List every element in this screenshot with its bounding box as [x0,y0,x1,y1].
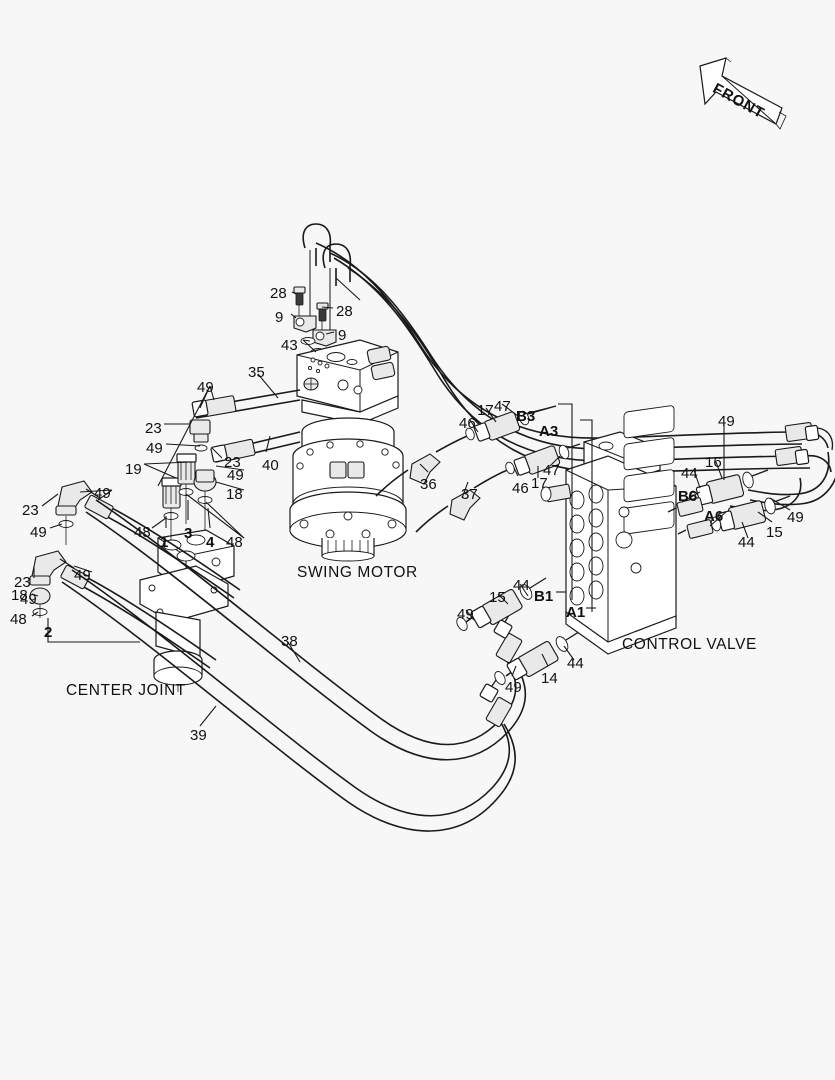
adapter-group-a3 [473,443,581,489]
item-number-49-14: 49 [94,485,111,502]
item-number-44-33: 44 [681,465,698,482]
hose-stub-lower [60,564,217,669]
center-joint-fitting-1 [161,477,182,540]
item-number-36-24: 36 [420,476,437,493]
banjo-fitting-left [293,315,317,333]
control-valve-body [540,405,677,655]
item-number-46-26: 46 [459,415,476,432]
hose-upper-long-b [333,257,811,473]
item-number-44-39: 44 [513,577,530,594]
item-number-49-21: 49 [20,591,37,608]
item-number-19-11: 19 [125,461,142,478]
port-label-a6-3: A6 [704,508,724,525]
item-number-28-0: 28 [270,285,287,302]
item-number-23-9: 23 [224,454,241,471]
valve-port-fitting-16 [688,469,769,506]
item-number-23-19: 23 [14,574,31,591]
hose-end-fitting-right-bottom [774,445,832,473]
item-number-15-36: 15 [766,524,783,541]
item-number-bold-4-2: 4 [206,534,215,551]
item-number-23-7: 23 [145,420,162,437]
center-joint-fitting-3 [176,453,197,524]
item-number-40-12: 40 [262,457,279,474]
banjo-bolt-left [293,286,306,316]
item-number-39-45: 39 [190,727,207,744]
swing-motor-body [289,339,407,562]
item-number-49-37: 49 [787,509,804,526]
item-number-14-42: 14 [541,670,558,687]
item-number-18-13: 18 [226,486,243,503]
center-joint-fitting-23-top [189,419,211,452]
item-number-49-10: 49 [227,467,244,484]
item-number-9-2: 9 [275,309,284,326]
elbow-fitting-upper-left [55,480,101,545]
item-number-47-31: 47 [543,462,560,479]
item-number-49-8: 49 [146,440,163,457]
front-arrow-icon [699,57,787,130]
item-number-9-3: 9 [338,327,347,344]
pipe-40 [210,431,301,463]
item-number-bold-3-1: 3 [184,525,193,542]
item-number-49-40: 49 [457,606,474,623]
item-number-49-6: 49 [197,379,214,396]
item-number-44-43: 44 [567,655,584,672]
port-label-b6-2: B6 [678,488,698,505]
item-number-49-41: 49 [505,679,522,696]
item-number-16-34: 16 [705,454,722,471]
valve-stub-b6 [667,497,704,517]
item-number-23-15: 23 [22,502,39,519]
leader-lines [31,277,791,727]
hose-stub-upper [84,494,241,599]
assembly-caption-swing-motor-0: SWING MOTOR [297,564,418,581]
item-number-37-25: 37 [461,486,478,503]
item-number-bold-1-0: 1 [160,534,169,551]
port-label-b3-0: B3 [516,408,536,425]
item-number-17-28: 17 [477,402,494,419]
item-number-47-30: 47 [494,398,511,415]
banjo-bolt-right [316,302,329,330]
item-number-bold-2-3: 2 [44,624,53,641]
valve-port-fitting-15 [710,495,791,532]
hose-38-end-fitting [493,609,523,664]
item-number-49-20: 49 [74,567,91,584]
item-number-38-44: 38 [281,633,298,650]
item-number-18-22: 18 [11,587,28,604]
center-joint-body [139,529,235,692]
port-label-a3-1: A3 [539,423,559,440]
item-number-48-18: 48 [226,534,243,551]
hose-right-return-a [747,451,835,506]
item-number-15-38: 15 [489,589,506,606]
item-number-17-29: 17 [531,475,548,492]
item-number-48-23: 48 [10,611,27,628]
valve-left-port [540,483,572,503]
item-number-35-5: 35 [248,364,265,381]
hose-39 [61,569,516,832]
item-number-43-4: 43 [281,337,298,354]
pipe-35 [191,389,301,419]
assembly-caption-center-joint-1: CENTER JOINT [66,682,187,699]
center-joint-fitting-4 [193,469,217,530]
item-number-44-35: 44 [738,534,755,551]
assembly-caption-control-valve-2: CONTROL VALVE [622,636,757,653]
port-label-a1-5: A1 [566,604,586,621]
elbow-fitting-lower-left [29,550,75,618]
port-label-b1-4: B1 [534,588,554,605]
elbow-37 [415,489,481,533]
item-number-49-32: 49 [718,413,735,430]
item-number-46-27: 46 [512,480,529,497]
hose-end-fitting-right-top [784,421,834,451]
valve-stub-a6 [677,519,714,539]
item-number-28-1: 28 [336,303,353,320]
item-number-48-17: 48 [134,524,151,541]
item-number-49-16: 49 [30,524,47,541]
adapter-14 [494,629,583,685]
